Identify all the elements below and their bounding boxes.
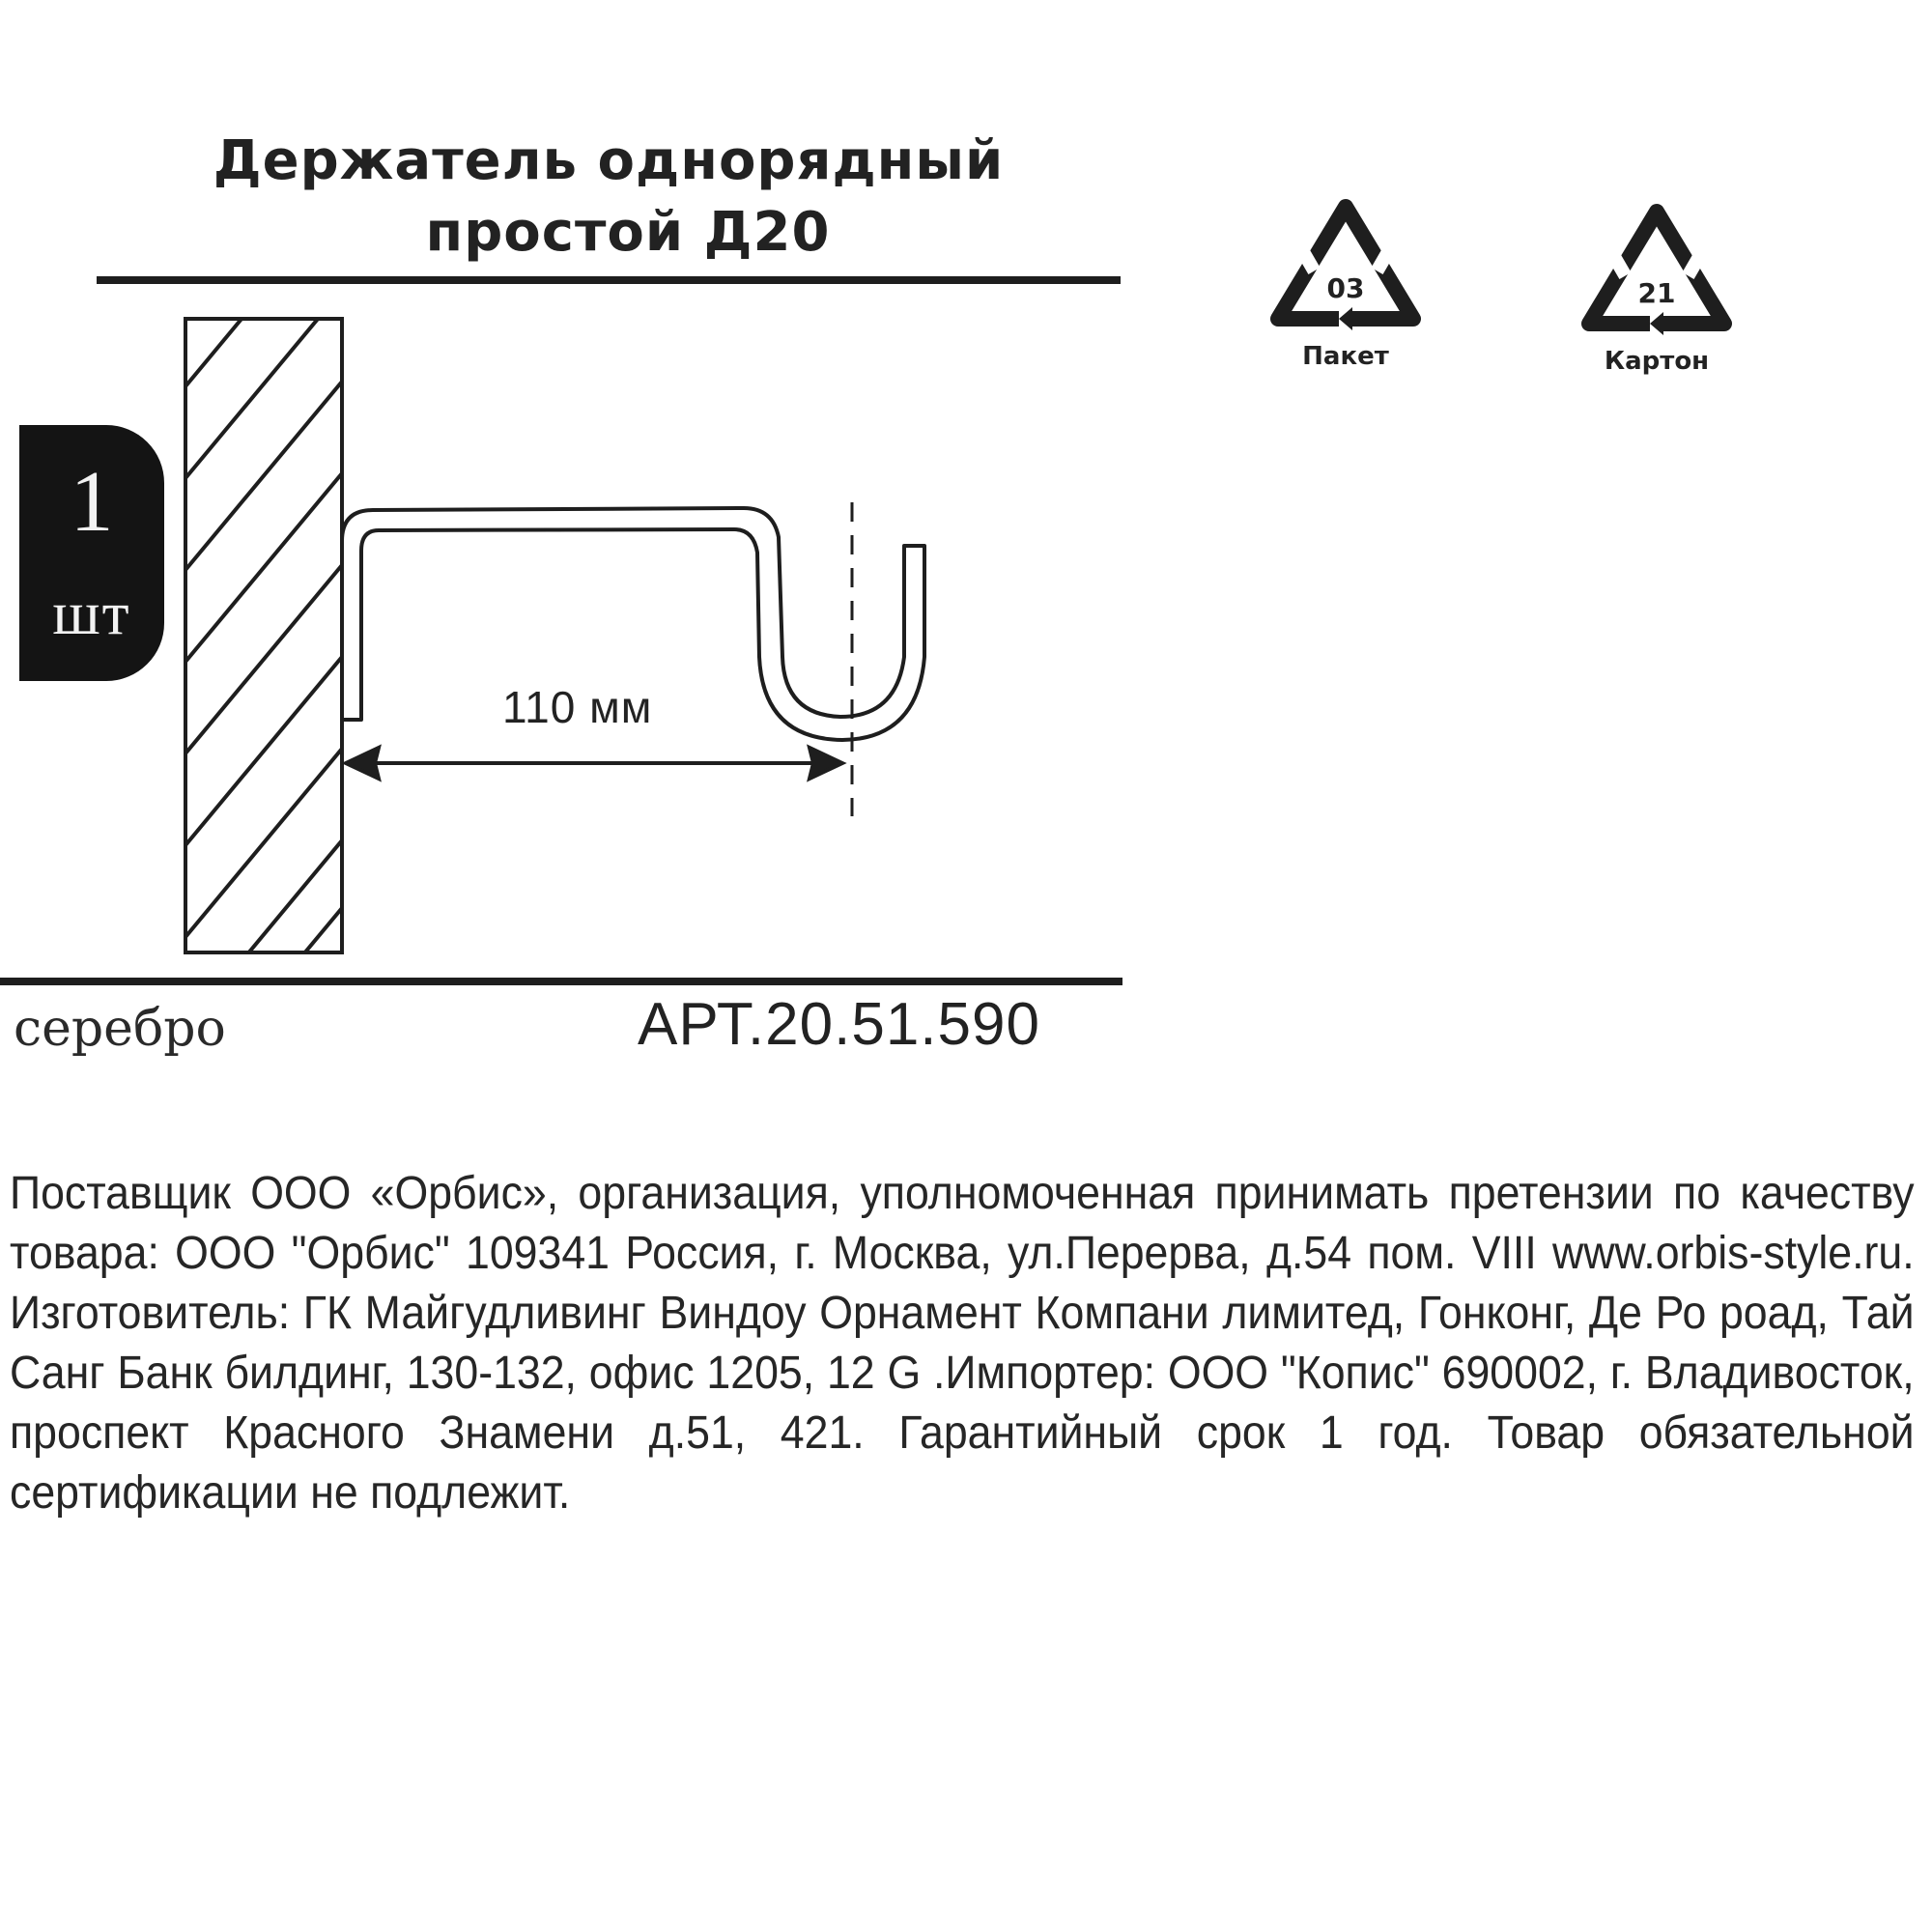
dimension-arrow-icon	[341, 744, 847, 782]
product-title-line2: простой Д20	[425, 201, 831, 264]
recycle-symbol-cardboard: 21 Картон	[1575, 198, 1739, 376]
quantity-unit: шт	[52, 579, 131, 647]
dimension-label: 110 мм	[502, 682, 653, 732]
bottom-divider	[0, 978, 1122, 985]
article-number: АРТ.20.51.590	[638, 991, 1040, 1058]
legal-information: Поставщик ООО «Орбис», организация, упол…	[10, 1168, 1915, 1519]
recycle-caption: Пакет	[1302, 342, 1389, 371]
recycle-symbol-packet: 03 Пакет	[1264, 193, 1428, 371]
bracket-diagram	[184, 317, 926, 954]
wall-icon	[184, 317, 344, 954]
recycle-caption: Картон	[1604, 347, 1710, 376]
product-title: Держатель однорядный простой Д20	[97, 126, 1121, 269]
recycle-triangle-icon	[1270, 199, 1421, 330]
recycle-code: 03	[1326, 272, 1365, 304]
bracket-hook-icon	[340, 506, 926, 742]
recycle-code: 21	[1637, 277, 1676, 309]
quantity-badge: 1 шт	[19, 425, 164, 681]
quantity-number: 1	[70, 454, 114, 550]
product-title-line1: Держатель однорядный	[213, 129, 1005, 192]
recycle-triangle-icon	[1581, 204, 1732, 335]
top-divider	[97, 276, 1121, 284]
color-label: серебро	[14, 1000, 226, 1058]
